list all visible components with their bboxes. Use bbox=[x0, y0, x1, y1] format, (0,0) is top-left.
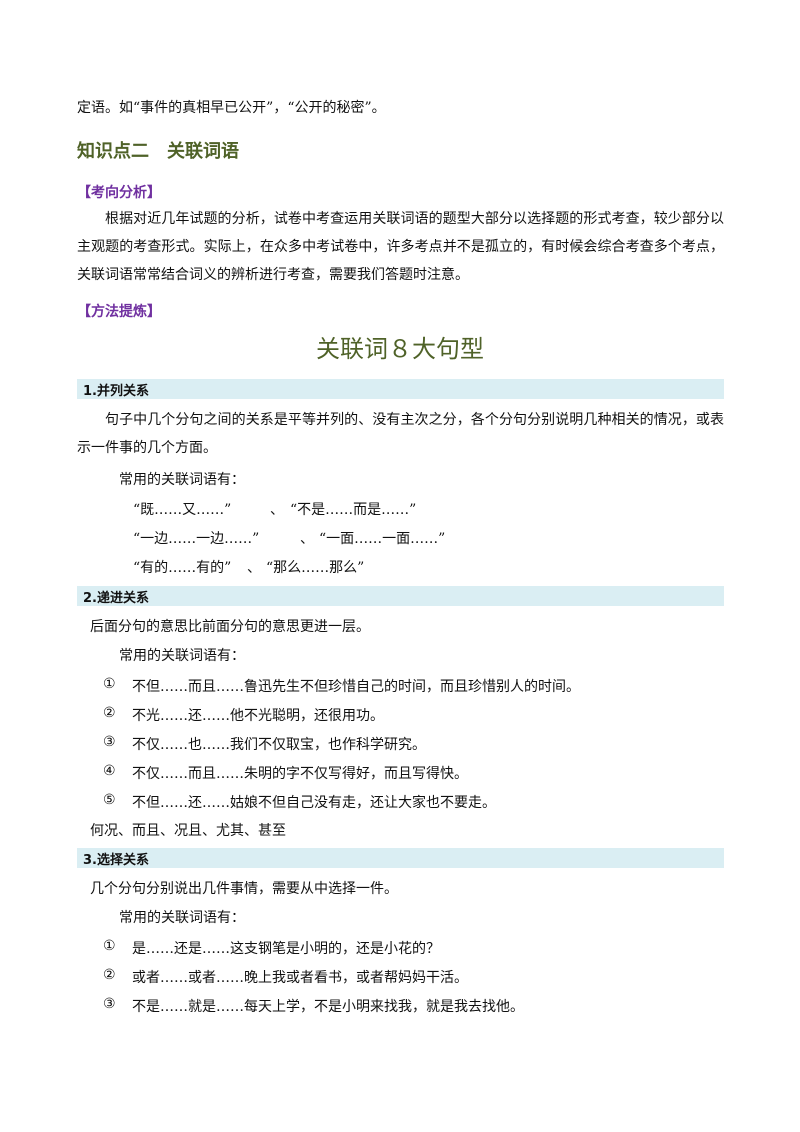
pair-b: “不是……而是……” bbox=[290, 502, 417, 518]
item-number: ① bbox=[103, 938, 116, 954]
pair-sep: 、 bbox=[247, 560, 261, 576]
item-number: ③ bbox=[103, 996, 116, 1012]
list-item: 不仅……而且……朱明的字不仅写得好，而且写得快。 bbox=[132, 766, 468, 782]
pair-b: “那么……那么” bbox=[266, 560, 365, 576]
list-item: 是……还是……这支钢笔是小明的，还是小花的？ bbox=[132, 941, 440, 957]
section-3-description: 几个分句分别说出几件事情，需要从中选择一件。 bbox=[90, 881, 398, 897]
pair-a: “一边……一边……” bbox=[133, 531, 260, 547]
band-label: 1.并列关系 bbox=[83, 384, 149, 399]
list-item: 或者……或者……晚上我或者看书，或者帮妈妈干活。 bbox=[132, 970, 468, 986]
item-number: ④ bbox=[103, 763, 116, 779]
analysis-paragraph: 根据对近几年试题的分析，试卷中考查运用关联词语的题型大部分以选择题的形式考查，较… bbox=[77, 211, 724, 283]
item-number: ③ bbox=[103, 734, 116, 750]
main-title: 关联词８大句型 bbox=[316, 335, 484, 363]
tag-analysis: 【考向分析】 bbox=[77, 185, 161, 201]
section-band-3: 3.选择关系 bbox=[77, 848, 724, 868]
section-band-2: 2.递进关系 bbox=[77, 586, 724, 606]
section-3-common-label: 常用的关联词语有： bbox=[119, 910, 245, 926]
item-number: ② bbox=[103, 967, 116, 983]
section-2-description: 后面分句的意思比前面分句的意思更进一层。 bbox=[90, 619, 370, 635]
tag-method: 【方法提炼】 bbox=[77, 304, 161, 320]
item-number: ② bbox=[103, 705, 116, 721]
pair-sep: 、 bbox=[300, 531, 314, 547]
list-item: 不但……而且……鲁迅先生不但珍惜自己的时间，而且珍惜别人的时间。 bbox=[132, 679, 580, 695]
band-label: 2.递进关系 bbox=[83, 591, 149, 606]
band-label: 3.选择关系 bbox=[83, 853, 149, 868]
list-item: 不仅……也……我们不仅取宝，也作科学研究。 bbox=[132, 737, 426, 753]
top-line: 定语。如“事件的真相早已公开”，“公开的秘密”。 bbox=[77, 100, 386, 116]
pair-b: “一面……一面……” bbox=[319, 531, 446, 547]
section-1-common-label: 常用的关联词语有： bbox=[119, 472, 245, 488]
list-item: 不但……还……姑娘不但自己没有走，还让大家也不要走。 bbox=[132, 795, 496, 811]
item-number: ⑤ bbox=[103, 792, 116, 808]
section-band-1: 1.并列关系 bbox=[77, 379, 724, 399]
pair-sep: 、 bbox=[270, 502, 284, 518]
item-number: ① bbox=[103, 676, 116, 692]
pair-a: “既……又……” bbox=[133, 502, 232, 518]
list-item: 不是……就是……每天上学，不是小明来找我，就是我去找他。 bbox=[132, 999, 524, 1015]
section-1-description: 句子中几个分句之间的关系是平等并列的、没有主次之分，各个分句分别说明几种相关的情… bbox=[77, 412, 724, 456]
pair-a: “有的……有的” bbox=[133, 560, 232, 576]
section-2-common-label: 常用的关联词语有： bbox=[119, 648, 245, 664]
section-2-extra: 何况、而且、况且、尤其、甚至 bbox=[90, 823, 286, 839]
section-title: 知识点二 关联词语 bbox=[77, 141, 239, 162]
list-item: 不光……还……他不光聪明，还很用功。 bbox=[132, 708, 384, 724]
